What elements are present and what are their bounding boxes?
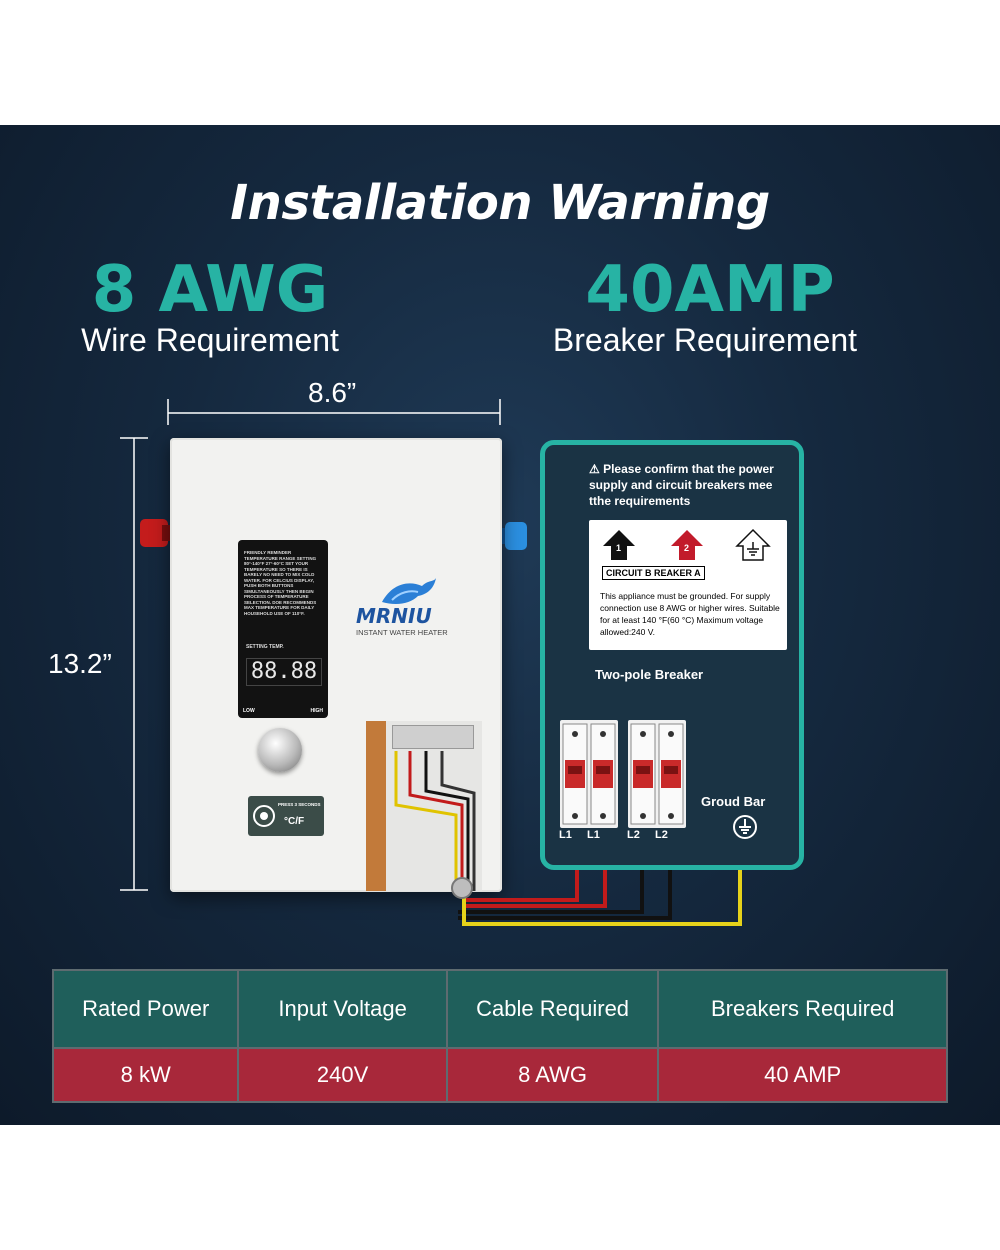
- water-heater-unit: FRIENDLY REMINDER TEMPERATURE RANGE SETT…: [170, 438, 502, 892]
- breaker-value: 40AMP: [585, 253, 835, 327]
- wire-value: 8 AWG: [91, 253, 329, 327]
- terminal-label-l1-b: L1: [587, 829, 600, 841]
- circuit-breaker-label: CIRCUIT B REAKER A: [602, 566, 705, 580]
- grounding-note: This appliance must be grounded. For sup…: [600, 591, 780, 637]
- title-part2: Warning: [548, 175, 770, 231]
- hot-water-outlet-icon: [140, 519, 172, 547]
- touch-button-icon: [253, 805, 275, 827]
- breaker-l2[interactable]: [628, 720, 686, 828]
- l2-mark: 2: [684, 543, 690, 553]
- terminal-label-l2-b: L2: [655, 829, 668, 841]
- header-rated-power: Rated Power: [51, 969, 240, 1049]
- terminal-label-l1-a: L1: [559, 829, 572, 841]
- cold-water-inlet-icon: [500, 522, 527, 550]
- control-display: FRIENDLY REMINDER TEMPERATURE RANGE SETT…: [238, 540, 328, 718]
- display-reminder-text: FRIENDLY REMINDER TEMPERATURE RANGE SETT…: [244, 550, 317, 616]
- bull-logo-icon: [382, 578, 436, 604]
- ground-bar-label: Groud Bar: [701, 794, 766, 809]
- celsius-fahrenheit-label: °C/F: [284, 816, 305, 827]
- temperature-knob[interactable]: [258, 728, 302, 772]
- ground-bar-icon: [733, 815, 757, 839]
- press-seconds-note: PRESS 3 SECONDS: [278, 802, 321, 807]
- terminal-block: [392, 725, 474, 749]
- brand-subtitle: INSTANT WATER HEATER: [356, 628, 448, 637]
- internal-wires: [394, 751, 476, 891]
- title-part1: Installation: [230, 175, 533, 231]
- temperature-digits: 88.88: [246, 658, 322, 686]
- high-label: HIGH: [310, 708, 324, 714]
- button-panel[interactable]: PRESS 3 SECONDS °C/F: [248, 796, 324, 836]
- setting-temp-label: SETTING TEMP.: [246, 644, 284, 650]
- terminal-label-l2-a: L2: [627, 829, 640, 841]
- l1-mark: 1: [616, 543, 622, 553]
- spec-header-row: Rated Power Input Voltage Cable Required…: [51, 969, 948, 1049]
- breaker-label: Breaker Requirement: [552, 322, 858, 358]
- copper-element: [366, 721, 386, 891]
- spec-table: Rated Power Input Voltage Cable Required…: [51, 969, 948, 1103]
- breaker-l2-drawing: [630, 723, 684, 825]
- grounding-label-card: 1 2 CIRCUIT B REAKER A This appliance mu…: [589, 520, 787, 650]
- wiring-compartment: [366, 721, 482, 891]
- breaker-l1-drawing: [562, 723, 616, 825]
- value-breakers-required: 40 AMP: [657, 1047, 948, 1103]
- width-dimension: 8.6”: [308, 377, 357, 408]
- header-input-voltage: Input Voltage: [237, 969, 448, 1049]
- low-label: LOW: [243, 708, 255, 714]
- l1-terminal-icon: [603, 530, 635, 560]
- header-breakers-required: Breakers Required: [657, 969, 948, 1049]
- brand-logo: MRNIU INSTANT WATER HEATER: [356, 576, 466, 637]
- value-cable-required: 8 AWG: [445, 1047, 660, 1103]
- height-dimension: 13.2”: [48, 648, 112, 679]
- dimension-lines: [120, 399, 501, 891]
- breaker-l1[interactable]: [560, 720, 618, 828]
- breaker-info-box: ⚠ Please confirm that the power supply a…: [540, 440, 804, 870]
- info-panel: Installation Warning 8 AWG Wire Requirem…: [0, 125, 1000, 1125]
- two-pole-breaker-label: Two-pole Breaker: [595, 667, 704, 682]
- header-cable-required: Cable Required: [445, 969, 660, 1049]
- ground-icon: [735, 528, 771, 561]
- l2-terminal-icon: [671, 530, 703, 560]
- spec-value-row: 8 kW 240V 8 AWG 40 AMP: [51, 1047, 948, 1103]
- wire-label: Wire Requirement: [81, 322, 339, 358]
- value-input-voltage: 240V: [237, 1047, 448, 1103]
- power-confirm-note: ⚠ Please confirm that the power supply a…: [589, 462, 774, 508]
- brand-name: MRNIU: [356, 604, 432, 628]
- value-rated-power: 8 kW: [51, 1047, 240, 1103]
